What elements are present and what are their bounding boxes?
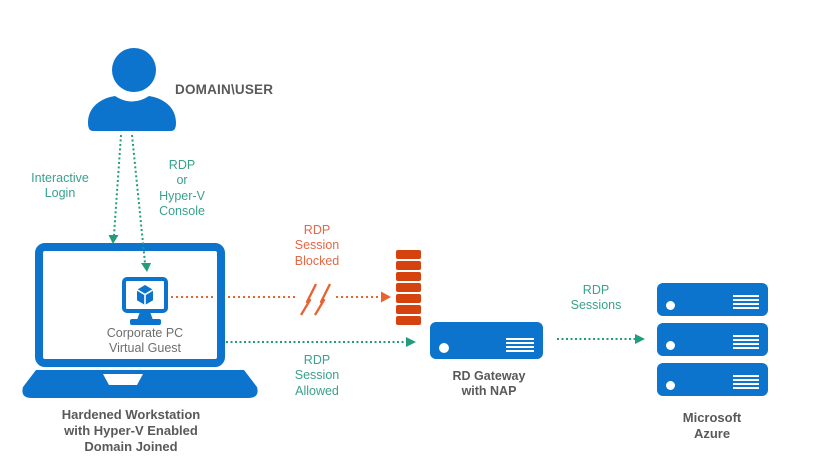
firewall-icon	[396, 250, 421, 325]
firewall-brick	[396, 261, 421, 270]
firewall-brick	[396, 250, 421, 259]
rdp-console-arrow	[131, 134, 151, 272]
rdp-console-label: RDP or Hyper-V Console	[159, 158, 205, 218]
server-vent-slats	[733, 335, 759, 349]
firewall-brick	[396, 305, 421, 314]
corporate-pc-label: Corporate PC Virtual Guest	[106, 326, 184, 355]
laptop-screen	[35, 243, 225, 367]
azure-server-icon	[657, 363, 768, 396]
firewall-brick	[396, 272, 421, 281]
firewall-brick	[396, 294, 421, 303]
interactive-login-arrow	[108, 134, 122, 244]
server-vent-slats	[506, 338, 534, 352]
virtual-machine-monitor-icon	[122, 277, 168, 313]
microsoft-azure-label: Microsoft Azure	[682, 410, 742, 441]
vm-cube-icon	[136, 285, 154, 305]
rdp-blocked-arrow	[171, 283, 391, 316]
server-led-dot	[666, 381, 675, 390]
laptop-base	[22, 370, 258, 398]
rdp-allowed-label: RDP Session Allowed	[294, 353, 340, 398]
azure-server-icon	[657, 323, 768, 356]
monitor-stand-neck	[137, 312, 153, 320]
monitor-stand-foot	[130, 319, 161, 325]
blocked-break-icon	[300, 283, 332, 316]
rdp-allowed-arrow	[226, 337, 416, 347]
server-led-dot	[666, 341, 675, 350]
rdp-sessions-arrow	[557, 334, 645, 344]
firewall-brick	[396, 316, 421, 325]
server-vent-slats	[733, 375, 759, 389]
server-vent-slats	[733, 295, 759, 309]
azure-server-icon	[657, 283, 768, 316]
server-led-dot	[666, 301, 675, 310]
rdp-blocked-label: RDP Session Blocked	[294, 223, 340, 268]
server-led-dot	[439, 343, 449, 353]
firewall-brick	[396, 283, 421, 292]
rd-gateway-label: RD Gateway with NAP	[452, 369, 526, 398]
workstation-label: Hardened Workstation with Hyper-V Enable…	[61, 407, 201, 454]
rdp-sessions-label: RDP Sessions	[570, 283, 622, 313]
user-icon	[88, 48, 176, 131]
domain-user-label: DOMAIN\USER	[175, 82, 274, 97]
rd-gateway-server-icon	[430, 322, 543, 359]
interactive-login-label: Interactive Login	[31, 171, 89, 201]
